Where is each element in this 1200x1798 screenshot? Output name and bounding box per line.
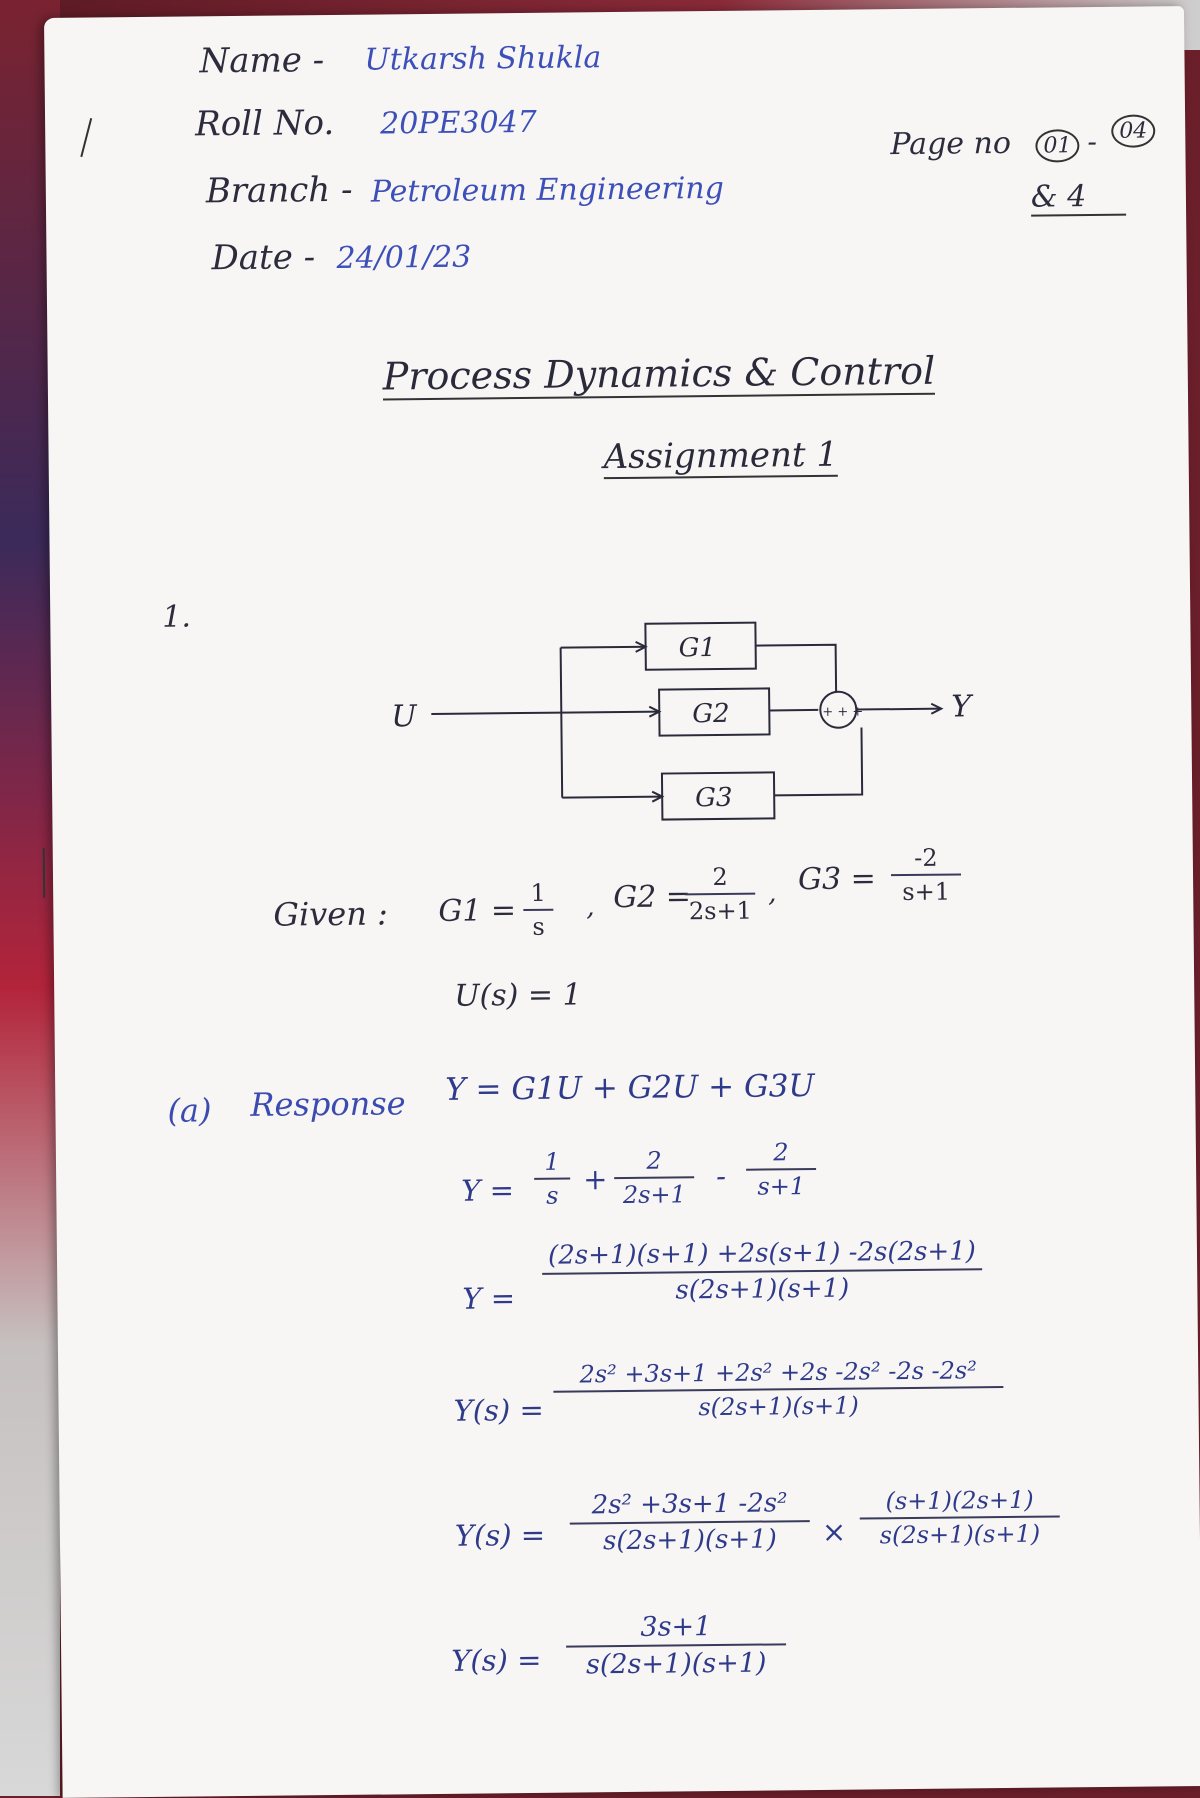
block-g2-label: G2 [692, 699, 730, 729]
u-equation: U(s) = 1 [454, 977, 582, 1014]
branch-value: Petroleum Engineering [370, 170, 725, 210]
diagram-output-label: Y [951, 689, 974, 724]
output-line [856, 707, 942, 711]
operator-plus: + [583, 1162, 608, 1197]
page-subtitle: Assignment 1 [603, 434, 839, 480]
g2-lhs: G2 = [613, 879, 692, 916]
page-note: & 4 [1030, 178, 1127, 217]
response-word: Response [250, 1084, 406, 1124]
separator: , [586, 892, 595, 923]
notebook-page: Name - Utkarsh Shukla Roll No. 20PE3047 … [42, 6, 1200, 1798]
block-diagram: U Y G1 G2 G3 + + + [391, 621, 974, 821]
block-g1-label: G1 [678, 633, 716, 663]
margin-tick [80, 117, 93, 158]
block-g3-label: G3 [695, 783, 733, 813]
equation-3-lhs: Y = [462, 1281, 516, 1316]
part-a-label: (a) [167, 1091, 212, 1130]
input-line [431, 711, 562, 715]
roll-label: Roll No. [194, 102, 335, 145]
equation-6-lhs: Y(s) = [451, 1642, 542, 1678]
date-value: 24/01/23 [336, 239, 472, 276]
page-to: 04 [1111, 114, 1156, 148]
equation-5-fraction-2: (s+1)(2s+1)s(2s+1)(s+1) [859, 1485, 1060, 1549]
page-sep: - [1087, 124, 1097, 159]
equation-5-lhs: Y(s) = [454, 1517, 546, 1553]
g1-lhs: G1 = [438, 893, 517, 929]
operator-minus: - [715, 1158, 727, 1194]
equation-1: Y = G1U + G2U + G3U [445, 1067, 815, 1108]
separator: , [768, 878, 777, 909]
branch-label: Branch - [205, 169, 353, 212]
page-label: Page no [890, 125, 1012, 163]
equation-3-fraction: (2s+1)(s+1) +2s(s+1) -2s(2s+1)s(2s+1)(s+… [542, 1236, 983, 1307]
equation-2-lhs: Y = [461, 1173, 515, 1208]
date-label: Date - [211, 237, 316, 279]
junction-signs: + + + [822, 704, 863, 719]
diagram-input-label: U [391, 699, 418, 734]
page-title: Process Dynamics & Control [382, 348, 936, 401]
name-value: Utkarsh Shukla [364, 40, 602, 78]
given-label: Given : [273, 894, 388, 934]
name-label: Name - [199, 40, 325, 82]
split-line [559, 647, 564, 798]
g3-lhs: G3 = [797, 861, 876, 898]
roll-value: 20PE3047 [379, 104, 537, 142]
question-number: 1. [162, 599, 192, 635]
page-from: 01 [1035, 129, 1080, 163]
operator-multiply: × [821, 1514, 847, 1549]
equation-4-lhs: Y(s) = [453, 1392, 544, 1428]
